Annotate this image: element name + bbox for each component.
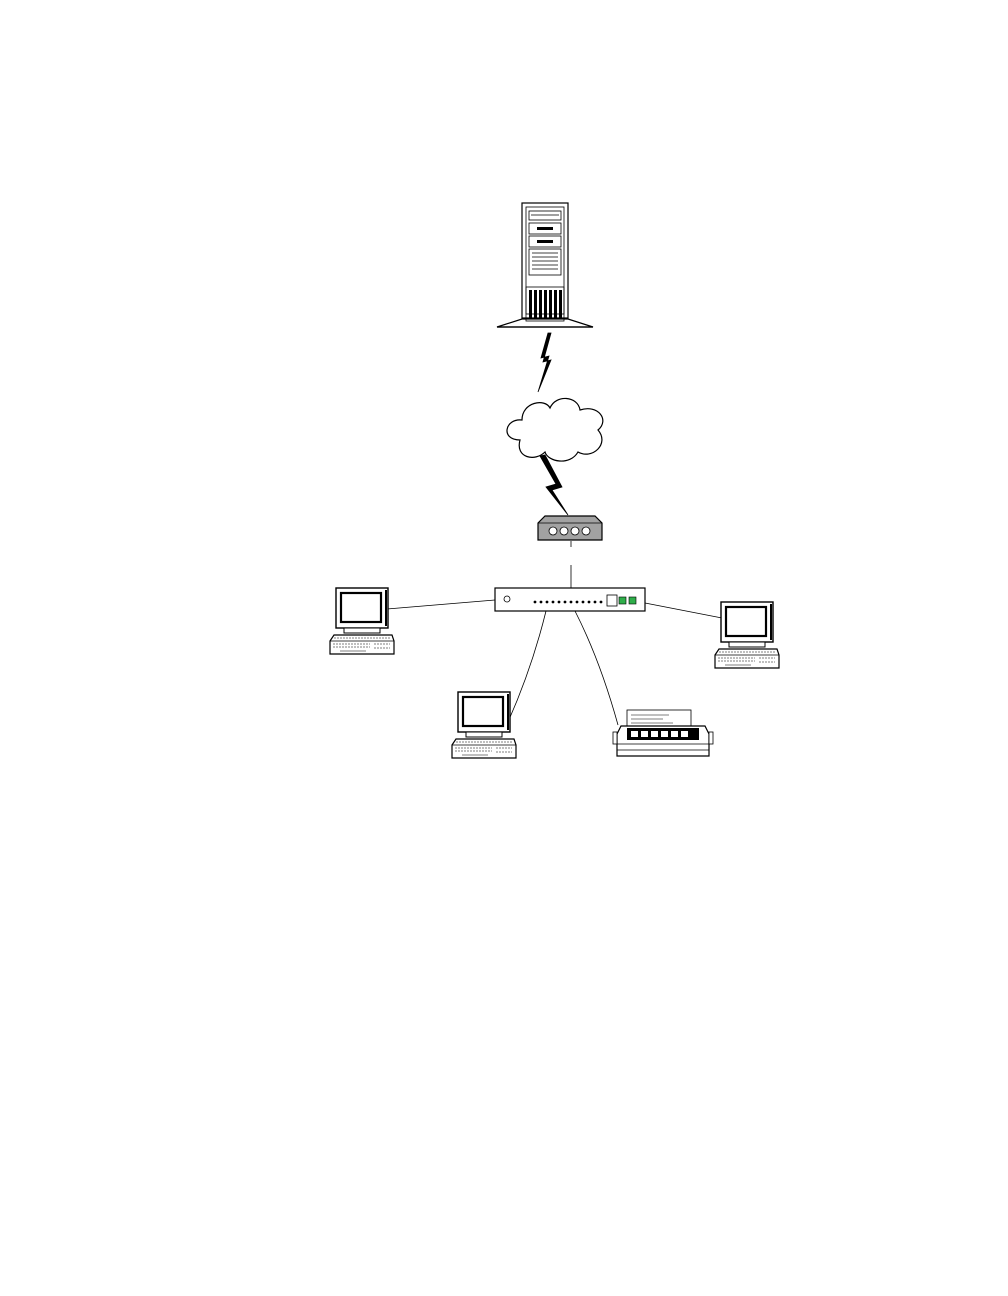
cable-hub-bottom-pc	[508, 611, 546, 722]
desktop-computer-icon	[330, 588, 394, 654]
network-hub-icon	[495, 588, 645, 611]
cable-hub-left-pc	[387, 600, 495, 609]
dot-matrix-printer-icon	[613, 710, 713, 756]
cable-hub-right-pc	[645, 603, 722, 618]
cable-hub-printer	[575, 611, 618, 725]
desktop-computer-icon	[452, 692, 516, 758]
cloud-icon	[507, 398, 603, 461]
wan-link-server-cloud	[538, 333, 551, 392]
workstation-right	[715, 602, 779, 668]
modem-icon	[538, 516, 602, 540]
workstation-left	[330, 588, 394, 654]
wan-link-cloud-modem	[540, 455, 568, 515]
tower-server-icon	[497, 203, 593, 327]
desktop-computer-icon	[715, 602, 779, 668]
workstation-bottom	[452, 692, 516, 758]
